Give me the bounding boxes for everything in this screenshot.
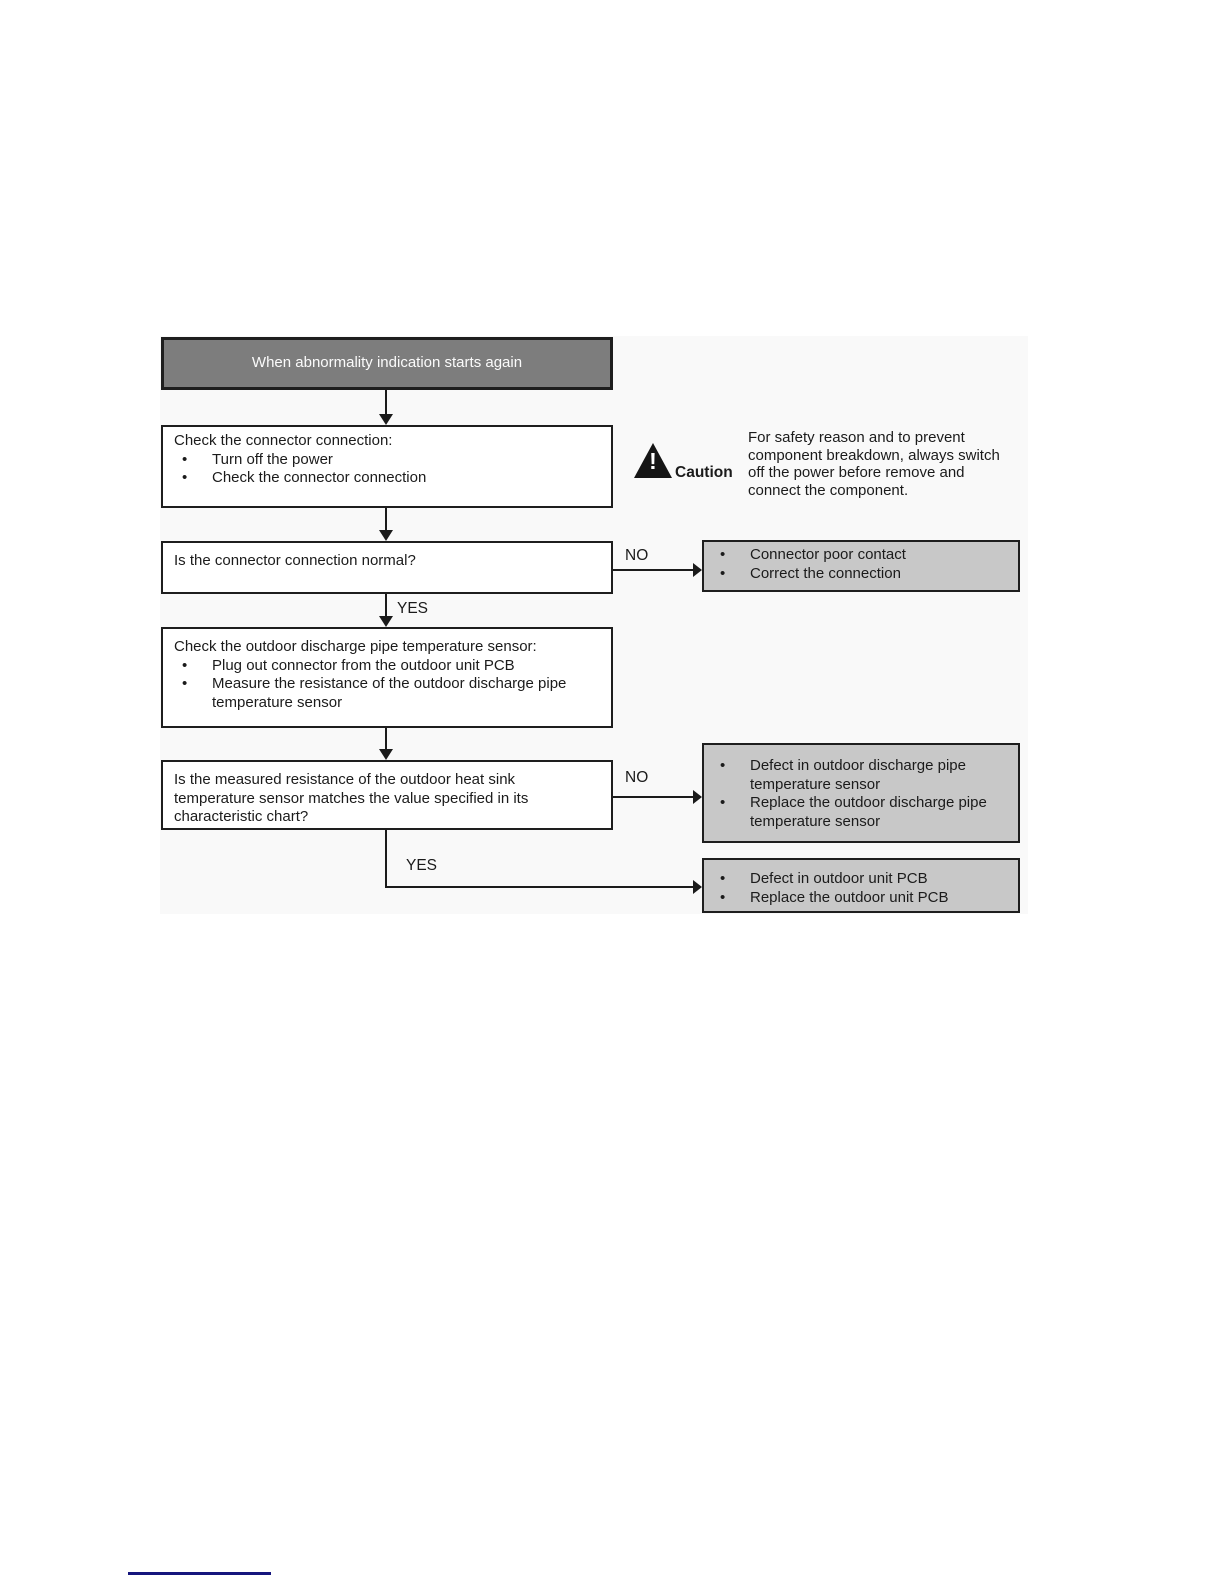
bullet-text: Replace the outdoor discharge pipe tempe… xyxy=(750,794,987,830)
bullet-icon xyxy=(720,794,750,831)
yes-branch-label: YES xyxy=(397,600,429,617)
bullet-item: Check the connector connection xyxy=(163,469,611,488)
bullet-icon xyxy=(720,546,750,565)
flowchart-result-pcb: Defect in outdoor unit PCB Replace the o… xyxy=(702,858,1020,913)
bullet-icon xyxy=(720,565,750,584)
arrow-down-icon xyxy=(379,749,393,760)
flowchart-start-node: When abnormality indication starts again xyxy=(161,337,613,390)
bullet-icon xyxy=(720,870,750,889)
connector-line-no1 xyxy=(613,569,693,571)
bullet-item: Defect in outdoor unit PCB xyxy=(704,870,1018,889)
bullet-text: Plug out connector from the outdoor unit… xyxy=(212,656,515,674)
no-branch-label: NO xyxy=(625,547,649,564)
bullet-item: Correct the connection xyxy=(704,565,1018,584)
no-branch-label: NO xyxy=(625,769,649,786)
decision-question: Is the measured resistance of the outdoo… xyxy=(174,771,529,825)
arrow-down-icon xyxy=(379,616,393,627)
caution-text: For safety reason and to prevent compone… xyxy=(748,429,1000,499)
footer-rule xyxy=(128,1572,271,1575)
connector-line-no2 xyxy=(613,796,693,798)
arrow-right-icon xyxy=(693,790,702,804)
bullet-text: Replace the outdoor unit PCB xyxy=(750,888,949,906)
arrow-right-icon xyxy=(693,880,702,894)
bullet-text: Defect in outdoor discharge pipe tempera… xyxy=(750,757,966,793)
bullet-text: Defect in outdoor unit PCB xyxy=(750,870,928,887)
bullet-item: Plug out connector from the outdoor unit… xyxy=(163,657,611,676)
bullet-text: Measure the resistance of the outdoor di… xyxy=(212,675,567,711)
connector-line-start-step1 xyxy=(385,390,387,416)
caution-label: Caution xyxy=(675,464,733,481)
start-node-label: When abnormality indication starts again xyxy=(251,354,523,372)
arrow-right-icon xyxy=(693,563,702,577)
connector-line-step2-decision2 xyxy=(385,728,387,751)
connector-line-yes2-vertical xyxy=(385,830,387,888)
bullet-item: Replace the outdoor discharge pipe tempe… xyxy=(704,794,1018,831)
caution-triangle-icon xyxy=(634,443,672,478)
bullet-text: Check the connector connection xyxy=(212,469,427,486)
connector-line-decision1-step2 xyxy=(385,594,387,617)
bullet-icon xyxy=(182,657,212,676)
flowchart-decision-connector: Is the connector connection normal? xyxy=(161,541,613,594)
flowchart-result-sensor: Defect in outdoor discharge pipe tempera… xyxy=(702,743,1020,843)
flowchart-step-check-connector: Check the connector connection: Turn off… xyxy=(161,425,613,508)
bullet-icon xyxy=(182,469,212,488)
step-title: Check the connector connection: xyxy=(174,432,393,449)
bullet-item: Replace the outdoor unit PCB xyxy=(704,889,1018,908)
bullet-item: Defect in outdoor discharge pipe tempera… xyxy=(704,757,1018,794)
connector-line-yes2-horizontal xyxy=(385,886,693,888)
decision-question: Is the connector connection normal? xyxy=(174,552,416,569)
bullet-text: Connector poor contact xyxy=(750,546,906,563)
bullet-icon xyxy=(182,451,212,470)
bullet-item: Connector poor contact xyxy=(704,546,1018,565)
bullet-item: Turn off the power xyxy=(163,451,611,470)
step-title: Check the outdoor discharge pipe tempera… xyxy=(174,638,537,655)
flowchart-step-check-sensor: Check the outdoor discharge pipe tempera… xyxy=(161,627,613,728)
bullet-text: Correct the connection xyxy=(750,564,901,582)
bullet-text: Turn off the power xyxy=(212,450,333,468)
bullet-icon xyxy=(720,757,750,794)
yes-branch-label: YES xyxy=(406,857,438,874)
connector-line-step1-decision1 xyxy=(385,508,387,532)
flowchart-result-connector: Connector poor contact Correct the conne… xyxy=(702,540,1020,592)
arrow-down-icon xyxy=(379,530,393,541)
bullet-icon xyxy=(182,675,212,712)
caution-exclamation-icon: ! xyxy=(649,448,657,474)
bullet-item: Measure the resistance of the outdoor di… xyxy=(163,675,611,712)
bullet-icon xyxy=(720,889,750,908)
flowchart-decision-resistance: Is the measured resistance of the outdoo… xyxy=(161,760,613,830)
arrow-down-icon xyxy=(379,414,393,425)
